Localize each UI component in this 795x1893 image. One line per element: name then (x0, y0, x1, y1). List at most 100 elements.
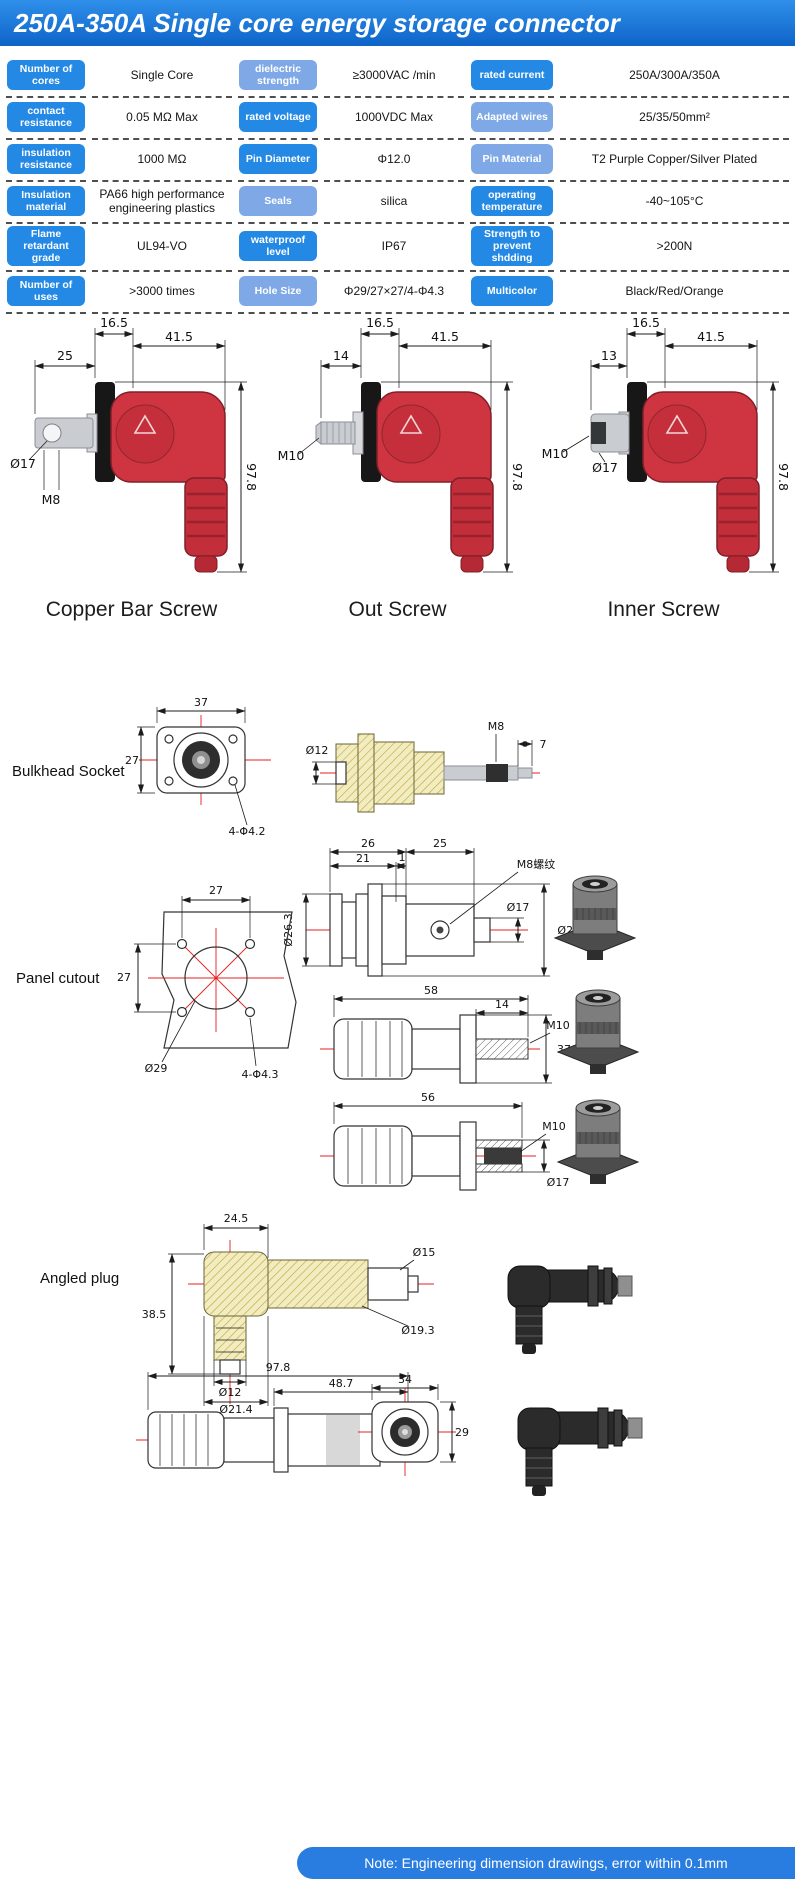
spec-value: >200N (656, 238, 693, 253)
spec-value: IP67 (381, 238, 407, 253)
render-angled-plug-photo-2 (517, 1407, 643, 1496)
connector-caption: Copper Bar Screw (45, 598, 218, 621)
dim-4-holes: 4-Φ4.2 (228, 825, 265, 838)
spec-label: Insulation material (7, 186, 85, 216)
spec-value: ≥3000VAC /min (352, 67, 436, 82)
dim-58: 58 (424, 985, 438, 997)
dim-27-v: 27 (117, 971, 131, 984)
spec-value: 25/35/50mm² (639, 109, 710, 124)
spec-table: Number of cores Single Core dielectric s… (0, 56, 795, 315)
dim-38-5: 38.5 (142, 1308, 167, 1321)
threaded-stud-pin (315, 411, 363, 455)
dim-bore-12: Ø12 (306, 744, 329, 757)
spec-row: insulation resistance 1000 MΩ Pin Diamet… (6, 140, 789, 182)
dim-dia-19-3: Ø19.3 (401, 1324, 434, 1337)
connector-body (94, 382, 228, 573)
spec-label: rated current (471, 60, 553, 90)
label-panel-cutout: Panel cutout (16, 970, 100, 987)
dim-thread: M10 (277, 448, 304, 463)
dim-56: 56 (421, 1092, 435, 1104)
dimension-annotations: 16.5 41.5 13 M10 Ø17 97.8 (541, 315, 789, 573)
spec-value: 250A/300A/350A (629, 67, 720, 82)
footer-note: Note: Engineering dimension drawings, er… (297, 1847, 795, 1879)
dim-27-h: 27 (209, 884, 223, 897)
connector-out-screw-drawing: 16.5 41.5 14 M10 97.8 (277, 315, 523, 573)
spec-label: insulation resistance (7, 144, 85, 174)
drawing-inner-screw-profile: 56 M10 Ø17 (320, 1092, 570, 1191)
dim-41-5: 41.5 (431, 329, 459, 344)
spec-label: rated voltage (239, 102, 317, 132)
connector-caption: Inner Screw (607, 598, 720, 621)
spec-value: -40~105°C (645, 193, 704, 208)
footer-note-text: Note: Engineering dimension drawings, er… (364, 1855, 728, 1871)
spec-value: UL94-VO (136, 238, 188, 253)
drawing-panel-cutout: 27 27 Ø29 4-Φ4.3 (117, 884, 297, 1081)
spec-row: Number of uses >3000 times Hole Size Φ29… (6, 272, 789, 315)
dim-bore: Ø17 (592, 460, 618, 475)
dim-25: 25 (433, 838, 447, 850)
spec-value: silica (380, 193, 408, 208)
warning-triangle-icon (133, 414, 156, 434)
dim-pin-dia: Ø17 (10, 456, 36, 471)
dim-24-5: 24.5 (224, 1212, 249, 1225)
spec-row: Number of cores Single Core dielectric s… (6, 56, 789, 98)
dim-16-5: 16.5 (100, 315, 128, 330)
spec-value: 0.05 MΩ Max (126, 109, 198, 124)
drawing-out-screw-profile: 58 14 M10 37 (320, 985, 571, 1084)
dim-37: 37 (194, 696, 208, 709)
spec-label: Number of uses (7, 276, 85, 307)
spec-label: Pin Material (471, 144, 553, 174)
spec-value: >3000 times (129, 283, 195, 298)
dim-41-5: 41.5 (165, 329, 193, 344)
dim-26: 26 (361, 838, 375, 850)
dim-height: 97.8 (510, 463, 523, 491)
spec-row: Insulation material PA66 high performanc… (6, 182, 789, 224)
dim-16-5: 16.5 (632, 315, 660, 330)
dimension-annotations: 16.5 41.5 25 Ø17 M8 97.8 (10, 315, 257, 573)
dim-pin-length: 14 (333, 348, 349, 363)
connector-copper-bar-drawing: 16.5 41.5 25 Ø17 M8 97.8 (10, 315, 257, 573)
spec-label: Hole Size (239, 276, 317, 307)
spec-row: contact resistance 0.05 MΩ Max rated vol… (6, 98, 789, 140)
dim-dia-21-4: Ø21.4 (219, 1403, 252, 1415)
spec-value: 1000 MΩ (137, 151, 187, 166)
connector-inner-screw: 16.5 41.5 13 M10 Ø17 97.8 Inner Screw (535, 310, 793, 622)
page-title: 250A-350A Single core energy storage con… (14, 7, 620, 38)
copper-lug-pin (34, 413, 97, 453)
spec-label: contact resistance (7, 102, 85, 132)
spec-label: Flame retardant grade (7, 226, 85, 267)
dim-thread: M8 (41, 492, 60, 507)
render-angled-plug-photo-1 (507, 1265, 633, 1354)
render-bulkhead-socket-photo-2 (556, 989, 640, 1074)
dim-thread-m10: M10 (546, 1019, 570, 1032)
warning-triangle-icon (399, 414, 422, 434)
spec-label: Multicolor (471, 276, 553, 307)
connector-inner-screw-drawing: 16.5 41.5 13 M10 Ø17 97.8 (541, 315, 789, 573)
dim-pin-length: 25 (57, 348, 73, 363)
dim-dia-17: Ø17 (507, 901, 530, 914)
drawing-bulkhead-front: 37 27 4-Φ4.2 (125, 696, 271, 838)
connector-gallery: 16.5 41.5 25 Ø17 M8 97.8 Copper Bar Scre… (0, 310, 795, 622)
dim-height: 97.8 (776, 463, 789, 491)
dim-34: 34 (398, 1373, 412, 1386)
label-bulkhead-socket: Bulkhead Socket (12, 763, 125, 780)
dim-21: 21 (356, 852, 370, 865)
drawing-angled-plug: 24.5 38.5 Ø15 Ø19.3 Ø12 Ø21.4 (142, 1212, 436, 1415)
spec-value: T2 Purple Copper/Silver Plated (591, 151, 758, 166)
dim-tip-7: 7 (540, 738, 547, 751)
dim-height: 97.8 (244, 463, 257, 491)
dim-dia-17: Ø17 (547, 1176, 570, 1189)
spec-value: Φ12.0 (377, 151, 411, 166)
spec-label: Seals (239, 186, 317, 216)
dim-29: 29 (455, 1426, 469, 1439)
dim-thread: M10 (541, 446, 568, 461)
warning-triangle-icon (665, 414, 688, 434)
dim-1: 1 (399, 851, 406, 864)
spec-label: operating temperature (471, 186, 553, 216)
render-bulkhead-socket-photo-3 (556, 1099, 640, 1184)
dim-dia-12: Ø12 (219, 1386, 242, 1399)
spec-label: waterproof level (239, 231, 317, 262)
spec-value: PA66 high performance engineering plasti… (99, 186, 225, 215)
label-angled-plug: Angled plug (40, 1270, 120, 1287)
